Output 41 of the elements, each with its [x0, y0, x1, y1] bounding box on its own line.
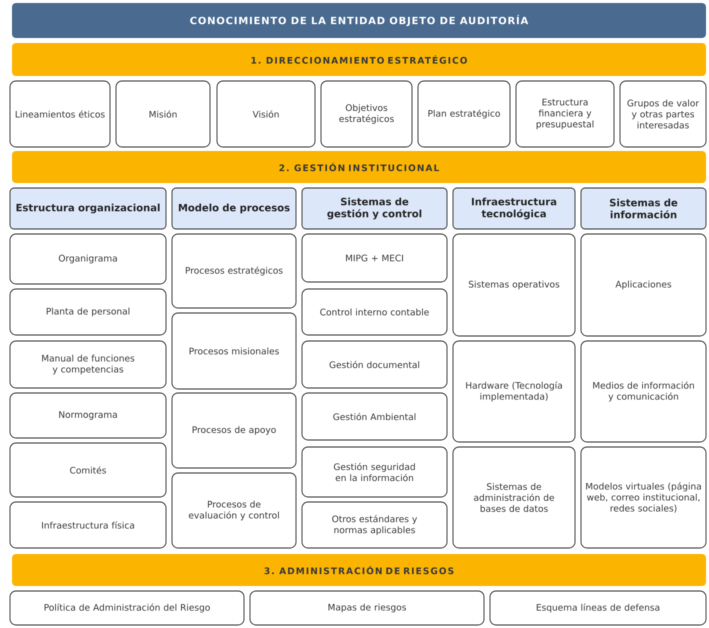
item-box: Otros estándares y normas aplicables	[302, 502, 448, 548]
item-box: Procesos de apoyo	[172, 392, 296, 468]
item-box: MIPG + MECI	[302, 234, 448, 282]
column-header: Estructura organizacional	[10, 188, 166, 230]
section-band: 3. ADMINISTRACIÓN DE RIESGOS	[12, 554, 706, 586]
item-box: Comités	[10, 442, 166, 498]
column-header: Sistemas de información	[580, 188, 706, 230]
section-band: 2. GESTIÓN INSTITUCIONAL	[12, 151, 706, 183]
item-box: Organigrama	[10, 234, 166, 284]
item-box: Infraestructura física	[10, 502, 166, 548]
item-box: Hardware (Tecnología implementada)	[452, 340, 576, 442]
item-box: Misión	[116, 80, 210, 148]
item-box: Mapas de riesgos	[250, 590, 484, 626]
item-box: Manual de funciones y competencias	[10, 340, 166, 388]
item-box: Procesos estratégicos	[172, 234, 296, 308]
column-header: Infraestructura tecnológica	[452, 188, 576, 230]
section-band: 1. DIRECCIONAMIENTO ESTRATÉGICO	[12, 43, 706, 76]
item-box: Normograma	[10, 392, 166, 438]
item-box: Medios de información y comunicación	[580, 340, 706, 442]
item-box: Esquema líneas de defensa	[490, 590, 706, 626]
item-box: Procesos misionales	[172, 312, 296, 390]
item-box: Sistemas operativos	[452, 234, 576, 336]
item-box: Grupos de valor y otras partes interesadas	[620, 80, 706, 148]
column-header: Sistemas de gestión y control	[302, 188, 448, 230]
column-header: Modelo de procesos	[172, 188, 296, 230]
item-box: Política de Administración del Riesgo	[10, 590, 244, 626]
item-box: Procesos de evaluación y control	[172, 472, 296, 548]
item-box: Aplicaciones	[580, 234, 706, 336]
item-box: Planta de personal	[10, 288, 166, 336]
title-banner: CONOCIMIENTO DE LA ENTIDAD OBJETO DE AUDITORÍA	[12, 3, 706, 38]
item-box: Gestión seguridad en la información	[302, 446, 448, 498]
item-box: Sistemas de administración de bases de datos	[452, 446, 576, 548]
item-box: Gestión documental	[302, 340, 448, 388]
item-box: Plan estratégico	[418, 80, 510, 148]
item-box: Estructura financiera y presupuestal	[516, 80, 614, 148]
item-box: Gestión Ambiental	[302, 392, 448, 440]
item-box: Objetivos estratégicos	[320, 80, 412, 148]
item-box: Lineamientos éticos	[10, 80, 110, 148]
item-box: Modelos virtuales (página web, correo institucional, redes sociales)	[580, 446, 706, 548]
item-box: Visión	[216, 80, 316, 148]
item-box: Control interno contable	[302, 288, 448, 336]
